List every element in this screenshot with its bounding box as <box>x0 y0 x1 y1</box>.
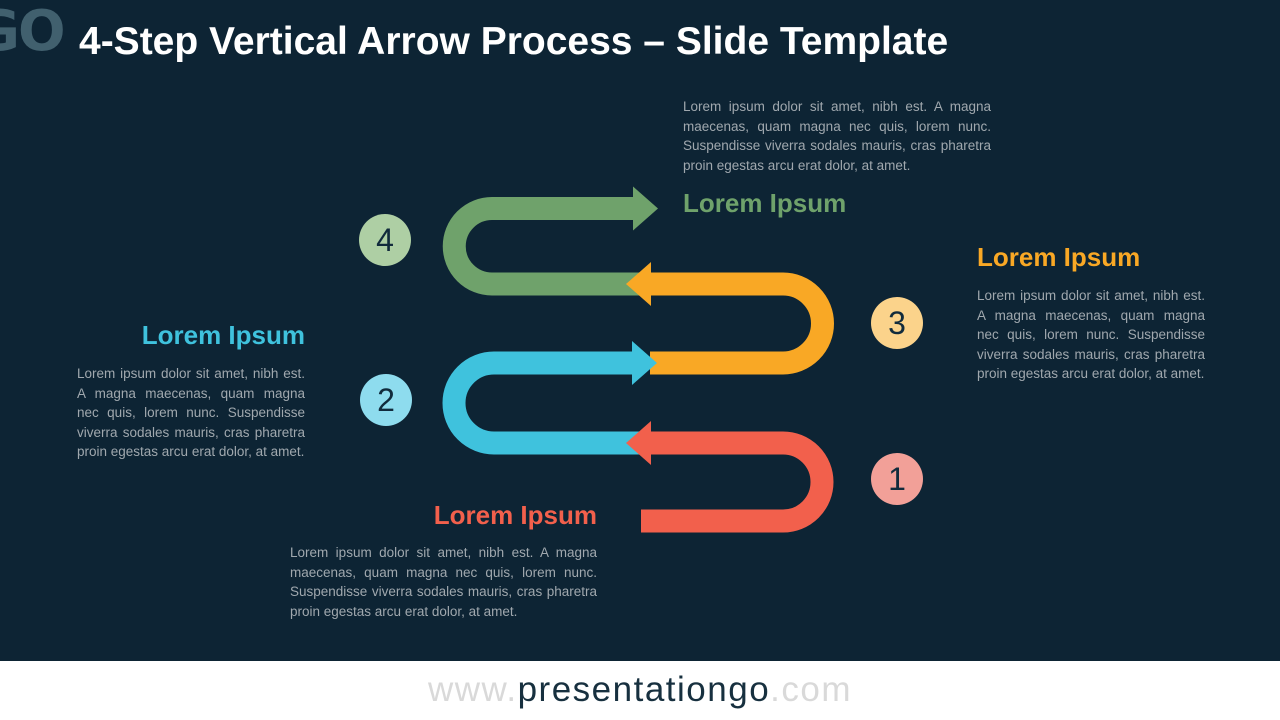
badge-step-3 <box>871 297 923 349</box>
badge-step-1 <box>871 453 923 505</box>
step-4-text-block: Lorem ipsum dolor sit amet, nibh est. A … <box>683 97 991 217</box>
step-1-heading: Lorem Ipsum <box>433 500 597 530</box>
url-suffix: .com <box>770 670 853 709</box>
arrow-step-4 <box>442 197 655 296</box>
arrowhead-step-2-icon <box>632 341 657 385</box>
badge-step-4 <box>359 214 411 266</box>
badge-step-2-label: 2 <box>377 382 395 418</box>
step-1-description: Lorem ipsum dolor sit amet, nibh est. A … <box>290 545 597 619</box>
url-brand: presentationgo <box>517 670 771 709</box>
step-3-text-block: Lorem Ipsum Lorem ipsum dolor sit amet, … <box>977 243 1205 384</box>
badge-step-2 <box>360 374 412 426</box>
step-2-heading: Lorem Ipsum <box>141 320 305 350</box>
badge-step-1-label: 1 <box>888 461 906 497</box>
badge-step-4-label: 4 <box>376 222 394 258</box>
footer-bar: www.presentationgo.com <box>0 661 1280 720</box>
arrowhead-step-1-icon <box>626 421 651 465</box>
step-1-text-block: Lorem Ipsum Lorem ipsum dolor sit amet, … <box>290 501 597 621</box>
step-2-description: Lorem ipsum dolor sit amet, nibh est. A … <box>77 366 305 459</box>
arrowhead-step-4-icon <box>633 186 658 231</box>
presentationgo-logo: GO <box>0 0 66 64</box>
step-4-heading: Lorem Ipsum <box>683 188 847 218</box>
arrowhead-step-3-icon <box>626 262 651 306</box>
arrow-step-2 <box>442 351 650 455</box>
url-prefix: www. <box>427 670 518 709</box>
step-3-description: Lorem ipsum dolor sit amet, nibh est. A … <box>977 288 1205 381</box>
arrow-step-1 <box>641 431 834 533</box>
footer-url[interactable]: www.presentationgo.com <box>0 661 1280 718</box>
slide-title: 4-Step Vertical Arrow Process – Slide Te… <box>79 20 949 63</box>
step-3-heading: Lorem Ipsum <box>977 242 1141 272</box>
arrow-step-3 <box>650 272 834 375</box>
badge-step-3-label: 3 <box>888 305 906 341</box>
step-4-description: Lorem ipsum dolor sit amet, nibh est. A … <box>683 99 991 173</box>
step-2-text-block: Lorem Ipsum Lorem ipsum dolor sit amet, … <box>77 321 305 462</box>
